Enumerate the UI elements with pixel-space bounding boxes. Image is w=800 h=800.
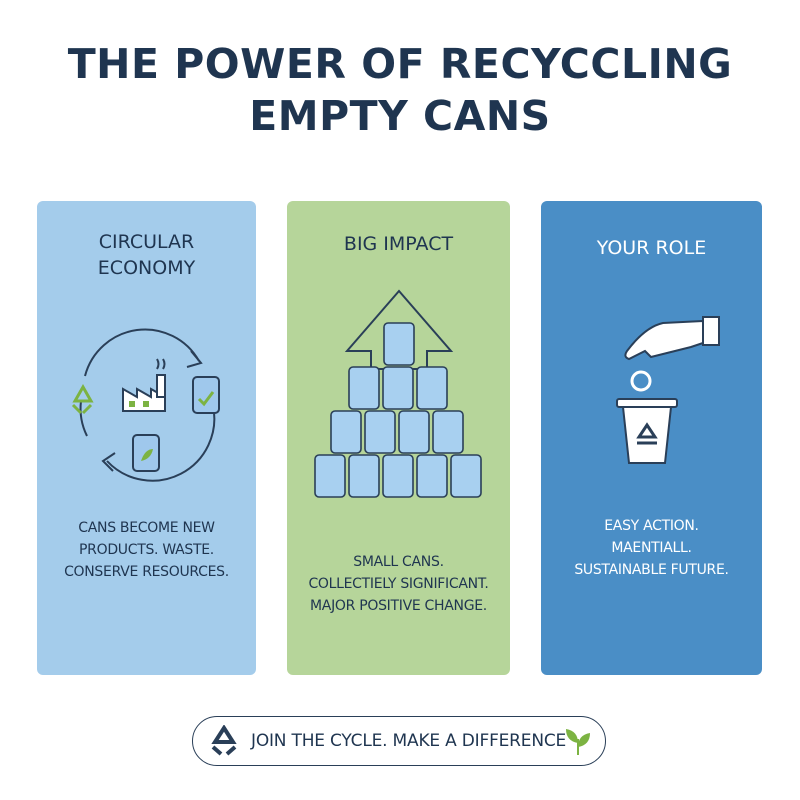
factory-icon <box>122 358 166 412</box>
card-description: CANS BECOME NEW PRODUCTS. WASTE. CONSERV… <box>64 520 229 580</box>
card-circular-economy: CIRCULAR ECONOMY <box>37 201 256 675</box>
recycle-bin-icon <box>616 398 678 464</box>
card-description: SMALL CANS. COLLECTIELY SIGNIFICANT. MAJ… <box>308 554 489 614</box>
card-description: EASY ACTION. MAENTIALL. SUSTAINABLE FUTU… <box>574 518 729 578</box>
page-title: THE POWER OF RECYCCLING EMPTY CANS <box>0 38 800 142</box>
card-title: CIRCULAR ECONOMY <box>97 231 196 279</box>
cycle-arrows-icon <box>79 328 216 482</box>
join-the-cycle-banner: JOIN THE CYCLE. MAKE A DIFFERENCE <box>192 716 606 766</box>
can-icon <box>192 376 220 414</box>
recycle-icon <box>630 370 652 392</box>
page-title-line-2: EMPTY CANS <box>249 92 551 140</box>
hand-icon <box>624 316 720 361</box>
card-title: YOUR ROLE <box>596 237 707 259</box>
can-pyramid-icon <box>314 322 482 498</box>
footer-label: JOIN THE CYCLE. MAKE A DIFFERENCE <box>251 731 567 751</box>
card-your-role: YOUR ROLE EASY ACTION. MAENTIALL. SUSTAI… <box>541 201 762 675</box>
recycle-icon <box>71 383 94 415</box>
big-impact-illustration <box>314 289 482 498</box>
can-icon <box>132 434 160 472</box>
card-title: BIG IMPACT <box>343 233 454 255</box>
page-title-line-1: THE POWER OF RECYCCLING <box>67 40 733 88</box>
leaf-icon <box>566 729 590 755</box>
card-big-impact: BIG IMPACT SMALL CANS. COLLECTIELY S <box>287 201 510 675</box>
circular-economy-illustration <box>71 328 220 482</box>
up-arrow-icon <box>344 289 454 370</box>
recycle-icon <box>211 725 237 756</box>
your-role-illustration <box>616 316 720 464</box>
